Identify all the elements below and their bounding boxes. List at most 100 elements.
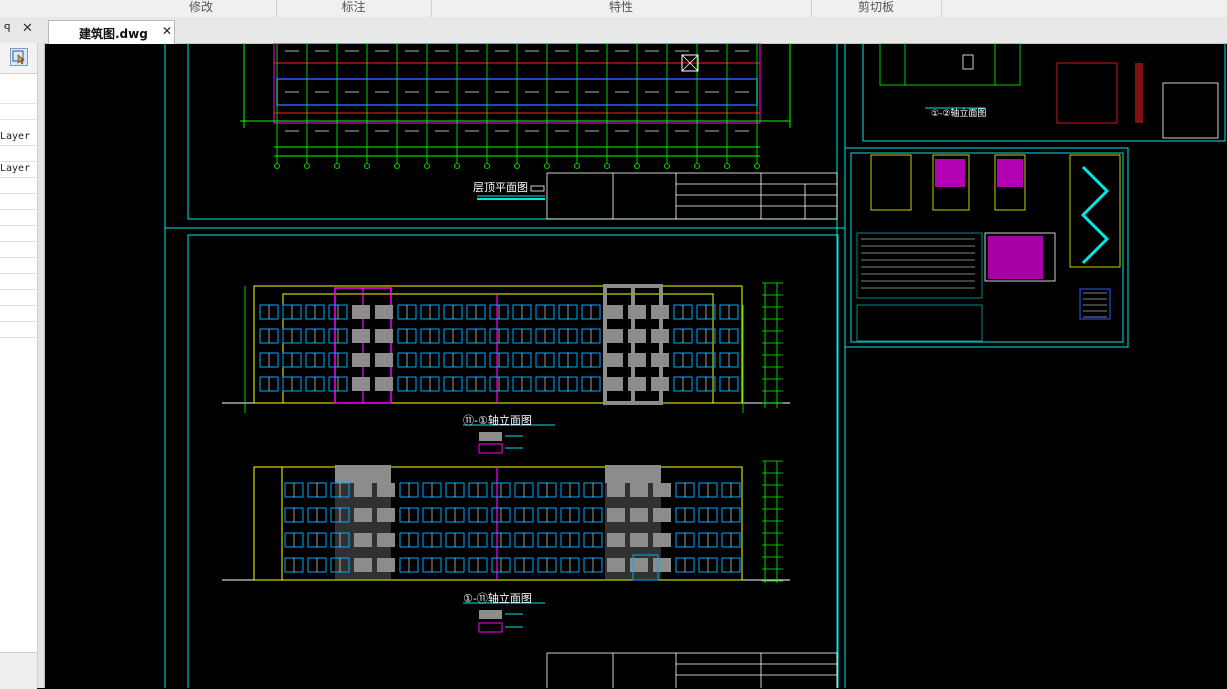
property-row[interactable] <box>0 289 37 306</box>
wall-panel <box>653 483 671 497</box>
document-tab[interactable]: 建筑图.dwg ✕ <box>48 20 175 44</box>
grid-bubble <box>694 163 700 169</box>
wall-panel <box>352 329 370 343</box>
wall-panel <box>628 329 646 343</box>
property-row[interactable] <box>0 257 37 274</box>
grid-bubble <box>274 163 280 169</box>
wall-panel <box>375 353 393 367</box>
tab-close-icon[interactable]: ✕ <box>162 24 173 38</box>
stair-details <box>856 154 1121 342</box>
select-objects-icon[interactable] <box>10 48 28 66</box>
property-row-layer[interactable]: Layer <box>0 161 37 178</box>
detail-sheet-frame <box>862 43 1226 142</box>
pin-icon[interactable]: ꟼ <box>4 22 11 35</box>
grid-bubble <box>544 163 550 169</box>
property-row[interactable] <box>0 305 37 322</box>
property-row[interactable] <box>0 103 37 120</box>
elevation-2-title: ①-⑪轴立面图 <box>463 592 532 605</box>
wall-panel <box>605 377 623 391</box>
detail-drawings <box>879 43 1219 139</box>
property-row[interactable] <box>0 177 37 194</box>
title-block-top <box>546 172 838 220</box>
wall-panel <box>375 377 393 391</box>
wall-panel <box>653 533 671 547</box>
elevation-sheet-frame <box>187 234 839 688</box>
legend-swatch <box>479 432 502 441</box>
wall-panel <box>630 533 648 547</box>
wall-panel <box>630 483 648 497</box>
layer-label: Layer <box>0 163 31 174</box>
layer-label: Layer <box>0 131 31 142</box>
ribbon-group-properties[interactable]: 特性 <box>431 0 812 17</box>
title-block-bottom <box>546 652 838 688</box>
grid-bubble <box>604 163 610 169</box>
wall-panel <box>630 508 648 522</box>
wall-panel <box>628 377 646 391</box>
property-row[interactable] <box>0 225 37 242</box>
document-tab-label: 建筑图.dwg <box>79 27 148 41</box>
elevation-1-title: ⑪-①轴立面图 <box>463 414 532 427</box>
wall-panel <box>605 353 623 367</box>
wall-panel <box>375 329 393 343</box>
grid-bubble <box>664 163 670 169</box>
property-row[interactable] <box>0 209 37 226</box>
property-row[interactable] <box>0 241 37 258</box>
wall-panel <box>354 558 372 572</box>
layer-panel: Layer Layer <box>0 43 38 689</box>
panel-close-icon[interactable]: ✕ <box>22 21 33 36</box>
grid-bubble <box>574 163 580 169</box>
legend-swatch <box>478 443 503 454</box>
elevation-2 <box>222 460 790 583</box>
floor-plan <box>240 43 791 169</box>
panel-status-area <box>0 652 37 689</box>
elevation-1 <box>222 282 790 413</box>
wall-panel <box>605 329 623 343</box>
wall-panel <box>377 533 395 547</box>
wall-panel <box>354 508 372 522</box>
property-row[interactable] <box>0 87 37 104</box>
wall-panel <box>651 353 669 367</box>
wall-panel <box>605 305 623 319</box>
legend-swatch <box>479 610 502 619</box>
legend-swatch <box>478 622 503 633</box>
ribbon-group-clipboard[interactable]: 剪切板 <box>811 0 942 17</box>
panel-splitter[interactable] <box>38 43 45 688</box>
ribbon-group-modify[interactable]: 修改 <box>126 0 277 17</box>
side-elevation-title: ①-②轴立面图 <box>931 109 987 119</box>
stair-detail-inner <box>850 152 1124 343</box>
ribbon-group-annotate[interactable]: 标注 <box>276 0 432 17</box>
wall-panel <box>653 508 671 522</box>
grid-bubble <box>424 163 430 169</box>
grid-bubble <box>724 163 730 169</box>
grid-bubble <box>634 163 640 169</box>
layer-panel-toolbar <box>0 43 37 74</box>
property-row[interactable] <box>0 193 37 210</box>
ribbon-bar: 修改 标注 特性 剪切板 <box>0 0 1227 18</box>
property-row[interactable] <box>0 321 37 338</box>
wall-panel <box>651 305 669 319</box>
wall-panel <box>628 353 646 367</box>
wall-panel <box>352 305 370 319</box>
property-row-layer[interactable]: Layer <box>0 129 37 146</box>
wall-panel <box>653 558 671 572</box>
wall-panel <box>354 483 372 497</box>
property-row[interactable] <box>0 145 37 162</box>
drawing-svg <box>164 43 1226 688</box>
cursor-icon <box>12 50 25 65</box>
wall-panel <box>607 558 625 572</box>
title-marker <box>530 185 545 192</box>
wall-panel <box>377 558 395 572</box>
drawing-canvas[interactable]: 层顶平面图 ⑪-①轴立面图 ①-⑪轴立面图 ①-②轴立面图 <box>45 43 1227 688</box>
wall-panel <box>630 558 648 572</box>
property-row[interactable] <box>0 273 37 290</box>
grid-bubble <box>394 163 400 169</box>
grid-bubble <box>304 163 310 169</box>
grid-bubble <box>754 163 760 169</box>
wall-panel <box>354 533 372 547</box>
stair-detail-sheet <box>844 147 1129 348</box>
floor-plan-frame <box>187 43 838 220</box>
wall-panel <box>352 353 370 367</box>
document-tab-bar <box>0 17 1227 44</box>
wall-panel <box>607 508 625 522</box>
grid-bubble <box>514 163 520 169</box>
